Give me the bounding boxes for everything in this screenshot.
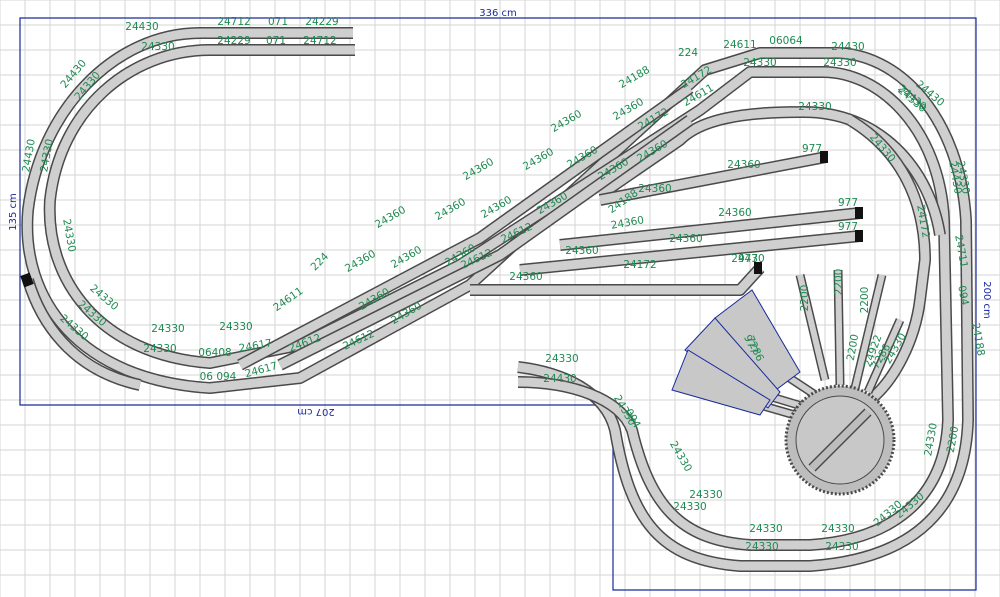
track-part-label: 24360	[565, 245, 598, 257]
track-inner-curve-right-fill	[847, 116, 930, 404]
track-part-label: 24360	[461, 156, 496, 183]
track-part-label: 24172	[623, 259, 656, 271]
track-part-label: 24330	[151, 323, 184, 335]
track-radial-2-fill	[835, 269, 843, 386]
track-part-label: 24188	[617, 64, 652, 91]
track-part-label: 24330	[798, 101, 831, 113]
track-part-label: 24330	[143, 343, 176, 355]
track-radial-1-fill	[797, 274, 828, 381]
track-part-label: 24330	[141, 41, 174, 53]
track-part-label: 24330	[38, 138, 56, 173]
track-siding-3-fill	[559, 208, 861, 250]
engine-shed-3[interactable]	[671, 349, 771, 416]
track-part-label: 24360	[669, 233, 702, 245]
track-part-label: 071	[268, 16, 288, 28]
track-part-label: 24360	[343, 248, 378, 275]
track-part-label: 06064	[769, 35, 803, 47]
track-part-label: 24611	[723, 39, 756, 51]
track-part-label: 24711	[952, 234, 970, 269]
track-part-label: 24330	[954, 160, 972, 195]
track-part-label: 24330	[219, 321, 252, 333]
track-radial-3-fill	[852, 274, 885, 389]
track-part-label: 24330	[821, 523, 854, 535]
track-part-label: 24360	[638, 183, 671, 195]
track-part-label: 24360	[610, 214, 645, 232]
track-part-label: 071	[266, 35, 286, 47]
track-part-label: 24430	[831, 41, 864, 53]
track-diagonal-2-fill	[277, 116, 693, 370]
track-radial-4-fill	[865, 318, 903, 394]
track-part-label: 24172	[914, 204, 932, 239]
track-part-label: 24430	[20, 138, 38, 173]
track-part-label: 24330	[545, 353, 578, 365]
track-part-label: 24330	[922, 422, 940, 457]
track-part-label: 24330	[745, 541, 778, 553]
dimension-right-label: 200 cm	[981, 281, 992, 319]
track-part-label: 24330	[823, 57, 856, 69]
dimension-left-label: 135 cm	[8, 193, 19, 231]
buffer-stop-siding-4	[820, 151, 828, 163]
turntable-area	[671, 289, 896, 496]
track-part-label: 977	[738, 253, 758, 265]
track-part-label: 977	[838, 197, 858, 209]
track-part-label: 2200	[945, 425, 961, 453]
dimension-bottom-label: 207 cm	[297, 406, 335, 417]
track-diagonal-1-fill	[237, 84, 693, 369]
track-turntable-approach-fill	[597, 107, 945, 236]
track-siding-4-fill	[599, 152, 827, 205]
track-inner-loop-fill	[45, 45, 953, 550]
track-part-label: 2200	[845, 333, 861, 361]
track-part-label: 24330	[60, 218, 78, 253]
track-part-label: 24360	[509, 271, 542, 283]
turntable-bridge-fill	[809, 409, 871, 471]
track-part-label: 24360	[718, 207, 751, 219]
track-siding-2-fill	[519, 231, 861, 275]
dimension-top-label: 336 cm	[479, 8, 517, 19]
track-part-label: 24229	[305, 16, 338, 28]
track-part-label: 224	[678, 47, 698, 59]
track-part-label: 24712	[303, 35, 336, 47]
buffer-stop-left	[20, 272, 34, 288]
track-left-spur-fill	[23, 278, 141, 390]
track-part-label: 24360	[373, 204, 408, 231]
track-part-label: 06 094	[200, 371, 237, 383]
track-part-label: 977	[802, 143, 822, 155]
room-outline	[19, 17, 977, 591]
track-part-label: 24330	[743, 57, 776, 69]
track-part-label: 24229	[217, 35, 250, 47]
track-part-label: 06408	[198, 347, 231, 359]
track-part-label: 224	[309, 250, 332, 273]
buffer-stop-siding-2	[855, 230, 863, 242]
track-part-label: 2200	[799, 285, 811, 312]
track-part-label: 24430	[946, 160, 964, 195]
track-part-label: 2200	[833, 269, 845, 296]
buffer-stops	[20, 151, 863, 288]
track-part-label: 24330	[667, 439, 694, 474]
buffer-stop-siding-3	[855, 207, 863, 219]
track-part-label: 2200	[859, 287, 871, 314]
track-part-label: 24712	[217, 16, 250, 28]
track-part-label: 24430	[125, 21, 158, 33]
track-part-label: 094	[955, 285, 970, 307]
track-outer-loop-fill	[22, 28, 973, 571]
track-part-label: 24430	[543, 373, 576, 385]
track-part-label: 24430	[731, 253, 764, 265]
track-part-label: 24188	[969, 322, 987, 357]
track-part-label: 24330	[825, 541, 858, 553]
track-part-label: 24360	[549, 108, 584, 135]
track-siding-1-fill	[470, 264, 764, 295]
track-part-label: 977	[838, 221, 858, 233]
track-part-label: 24330	[689, 489, 722, 501]
track-part-label: 24360	[727, 159, 760, 171]
track-part-label: 24330	[749, 523, 782, 535]
track-part-label: 24617	[238, 337, 273, 355]
buffer-stop-siding-1	[754, 262, 762, 274]
track-layer	[21, 27, 974, 572]
track-part-label: 24330	[673, 501, 706, 513]
